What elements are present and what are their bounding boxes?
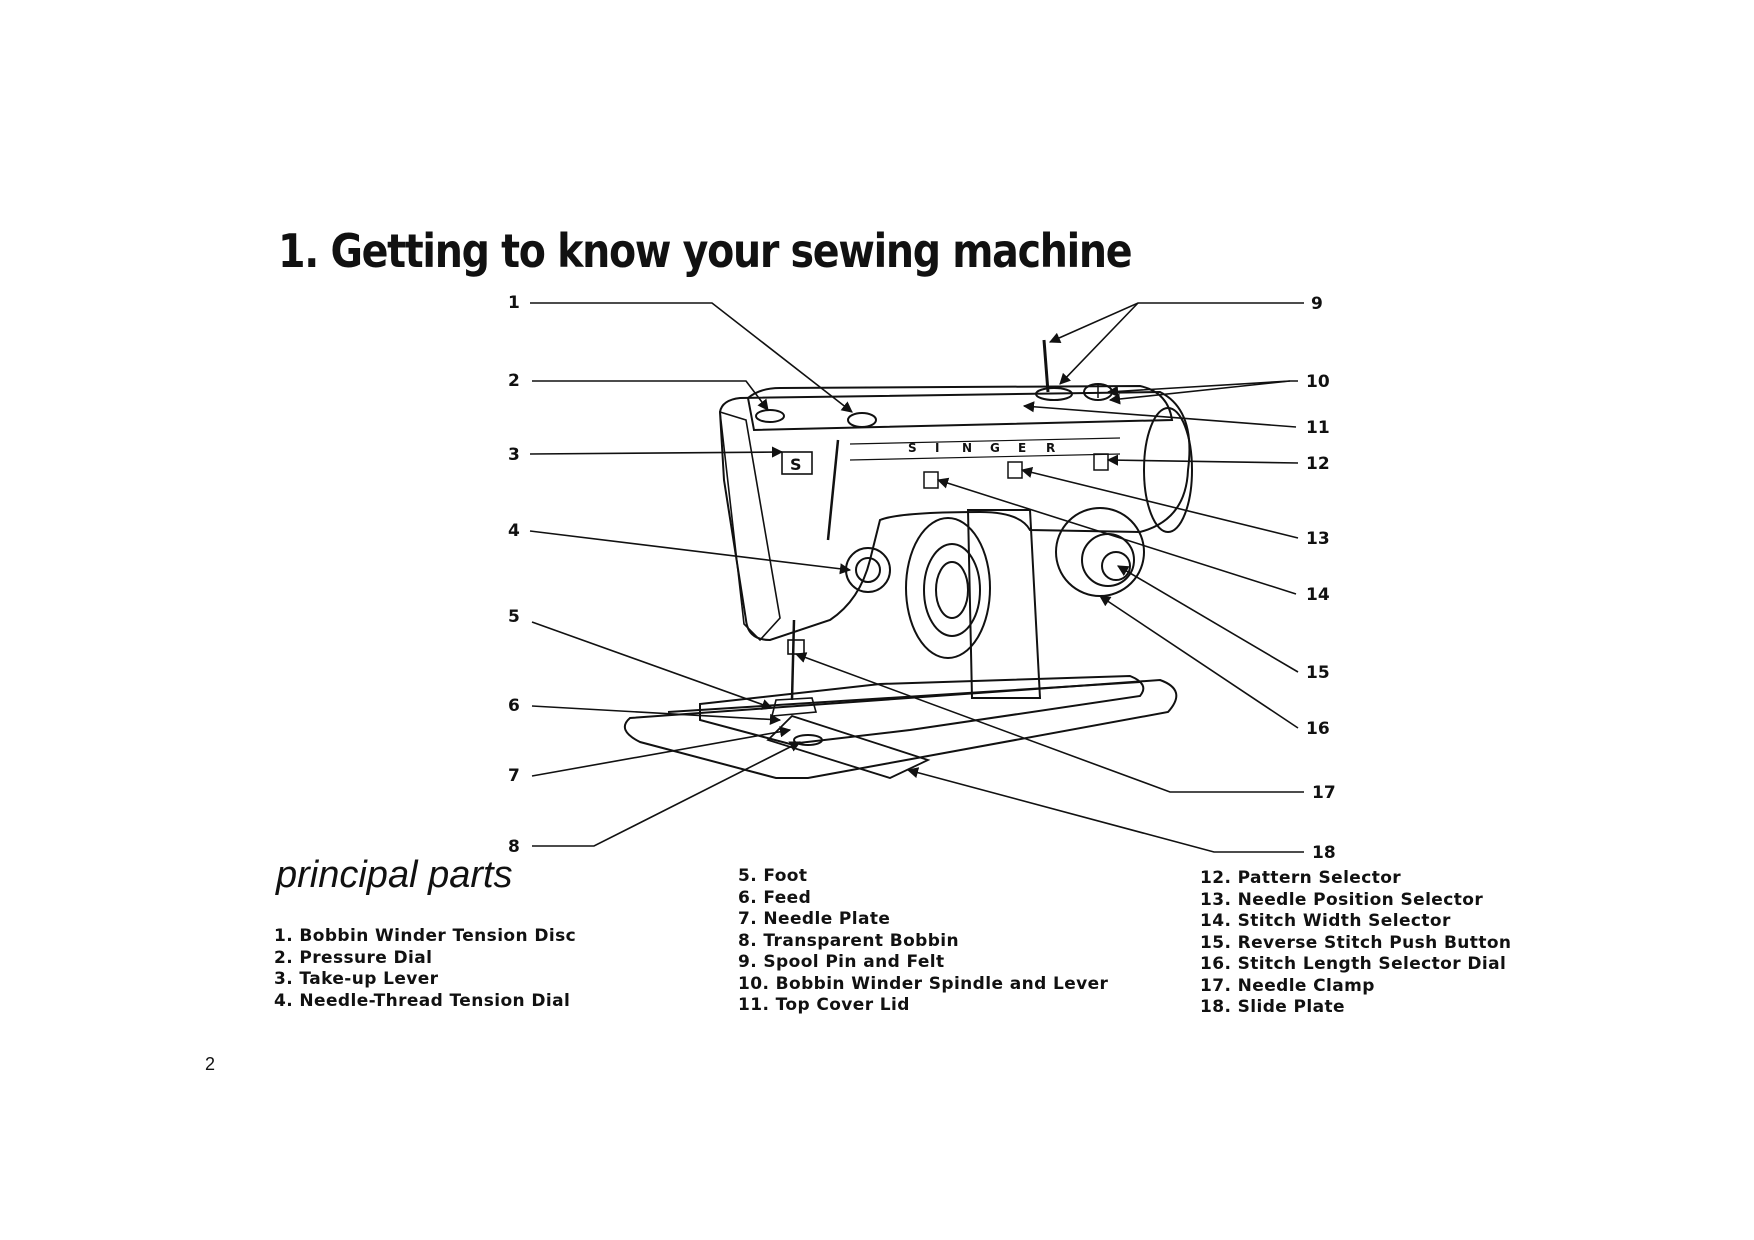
- tension-disc: [847, 412, 877, 428]
- leader-line-15: [1117, 565, 1299, 673]
- callout-17: 17: [1312, 783, 1336, 803]
- callout-13: 13: [1306, 529, 1330, 549]
- parts-list-column-1: 1. Bobbin Winder Tension Disc 2. Pressur…: [274, 926, 576, 1012]
- callout-10: 10: [1306, 372, 1330, 392]
- parts-list-column-3: 12. Pattern Selector 13. Needle Position…: [1200, 868, 1511, 1019]
- machine-illustration: S S I N G E R: [623, 339, 1193, 779]
- parts-list-item: 11. Top Cover Lid: [738, 995, 910, 1015]
- slide-plate-shape: [766, 714, 931, 779]
- stitch-width-knob: [1007, 461, 1023, 479]
- machine-base: [623, 678, 1178, 779]
- bobbin-shape: [793, 734, 823, 746]
- parts-list-item: 5. Foot: [738, 866, 808, 886]
- leader-line-7: [531, 726, 792, 777]
- brand-letter: N: [962, 441, 972, 455]
- spool-pin: [1042, 339, 1050, 393]
- parts-list-item: 7. Needle Plate: [738, 909, 891, 929]
- handwheel: [1143, 407, 1193, 533]
- parts-list-item: 4. Needle-Thread Tension Dial: [274, 990, 571, 1011]
- parts-list-item: 16. Stitch Length Selector Dial: [1200, 954, 1507, 974]
- callout-11: 11: [1306, 418, 1330, 438]
- machine-head: [719, 410, 781, 642]
- presser-foot: [770, 697, 818, 717]
- leader-line-13: [1020, 466, 1299, 539]
- needle-position-knob: [923, 471, 939, 489]
- needle-clamp-shape: [787, 639, 805, 655]
- leader-line-5: [531, 621, 774, 710]
- parts-list-item: 14. Stitch Width Selector: [1200, 911, 1451, 931]
- callout-16: 16: [1306, 719, 1330, 739]
- leader-line-14: [936, 477, 1297, 595]
- callout-8: 8: [508, 837, 520, 857]
- parts-list-item: 12. Pattern Selector: [1200, 868, 1402, 888]
- callout-12: 12: [1306, 454, 1330, 474]
- take-up-lever: [826, 439, 840, 541]
- leader-line-12: [1106, 454, 1299, 466]
- callout-1: 1: [508, 293, 520, 313]
- callout-2: 2: [508, 371, 520, 391]
- parts-list-item: 13. Needle Position Selector: [1200, 889, 1484, 910]
- parts-list-item: 9. Spool Pin and Felt: [738, 952, 945, 972]
- leader-line-1: [530, 302, 853, 413]
- top-cover: [746, 384, 1174, 432]
- needle-bar: [790, 619, 796, 701]
- brand-letter: S: [908, 441, 917, 455]
- leader-line-10b: [1108, 380, 1291, 405]
- callout-14: 14: [1306, 585, 1330, 605]
- brand-lettering: S I N G E R: [908, 441, 1055, 455]
- callout-numbers: 1 2 3 4 5 6 7 8 9 10 11 12 13 14 15 16 1…: [508, 293, 1336, 863]
- parts-list-item: 15. Reverse Stitch Push Button: [1200, 932, 1512, 953]
- leader-line-4: [529, 530, 852, 575]
- brand-letter: G: [990, 441, 1000, 455]
- brand-letter: R: [1046, 441, 1055, 455]
- leader-line-16: [1099, 595, 1299, 729]
- leader-line-9b: [1059, 302, 1139, 385]
- brand-letter: I: [935, 441, 939, 455]
- callout-9: 9: [1311, 294, 1323, 314]
- parts-list-item: 10. Bobbin Winder Spindle and Lever: [738, 973, 1109, 994]
- parts-list-item: 1. Bobbin Winder Tension Disc: [274, 926, 577, 946]
- leader-line-6: [531, 705, 782, 726]
- parts-list-item: 6. Feed: [738, 887, 812, 908]
- callout-7: 7: [508, 766, 520, 786]
- machine-pillar: [966, 509, 1042, 699]
- leader-line-18: [906, 767, 1304, 853]
- leader-line-8: [532, 741, 801, 847]
- motor-cover: [905, 517, 991, 659]
- section-subtitle: principal parts: [276, 854, 513, 896]
- callout-18: 18: [1312, 843, 1336, 863]
- callout-15: 15: [1306, 663, 1330, 683]
- leader-line-17: [794, 652, 1304, 793]
- s-badge-label: S: [790, 455, 802, 474]
- parts-list-column-2: 5. Foot 6. Feed 7. Needle Plate 8. Trans…: [738, 866, 1108, 1017]
- callout-3: 3: [508, 445, 520, 465]
- callout-4: 4: [508, 521, 520, 541]
- machine-bed: [699, 674, 1145, 746]
- callout-5: 5: [508, 607, 520, 627]
- parts-list-item: 8. Transparent Bobbin: [738, 930, 960, 951]
- leader-line-3: [529, 446, 784, 458]
- machine-arm: [718, 390, 1191, 642]
- page-title: 1. Getting to know your sewing machine: [278, 224, 1133, 278]
- leader-lines: [529, 302, 1304, 853]
- parts-list-item: 2. Pressure Dial: [274, 947, 433, 968]
- parts-list-item: 17. Needle Clamp: [1200, 975, 1375, 996]
- page-number: 2: [205, 1054, 216, 1074]
- leader-line-2: [532, 380, 769, 411]
- callout-6: 6: [508, 696, 520, 716]
- pattern-selector-knob: [1093, 453, 1109, 471]
- spool-felt: [1035, 387, 1073, 401]
- reverse-button: [1101, 551, 1131, 581]
- leader-line-11: [1022, 401, 1297, 428]
- brand-letter: E: [1018, 441, 1026, 455]
- s-badge-icon: [781, 451, 813, 475]
- pressure-dial: [755, 409, 785, 423]
- leader-line-9a: [1048, 302, 1304, 344]
- parts-list-item: 18. Slide Plate: [1200, 997, 1345, 1017]
- parts-list-item: 3. Take-up Lever: [274, 969, 439, 989]
